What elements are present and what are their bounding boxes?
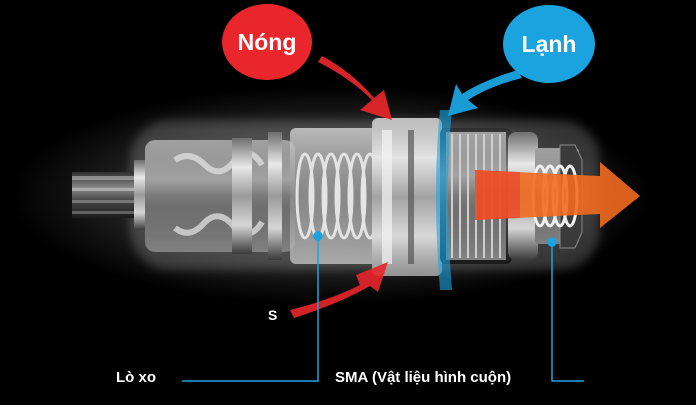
sma-label: SMA (Vật liệu hình cuộn) bbox=[335, 369, 512, 386]
cold-label: Lạnh bbox=[521, 30, 577, 57]
left-housing bbox=[145, 132, 295, 260]
spline-shaft bbox=[72, 160, 148, 230]
cold-water-bubble: Lạnh bbox=[503, 5, 595, 83]
hot-label: Nóng bbox=[237, 28, 297, 55]
hot-water-bubble: Nóng bbox=[222, 4, 312, 80]
mixed-water-flow bbox=[475, 162, 640, 228]
spring-callout bbox=[182, 231, 323, 382]
spring-label: Lò xo bbox=[116, 369, 156, 386]
sma-callout bbox=[547, 237, 584, 382]
center-sleeve bbox=[372, 118, 442, 276]
cold-water-flow bbox=[436, 70, 522, 290]
partial-label: S bbox=[268, 307, 278, 323]
hot-water-flow bbox=[290, 56, 392, 318]
